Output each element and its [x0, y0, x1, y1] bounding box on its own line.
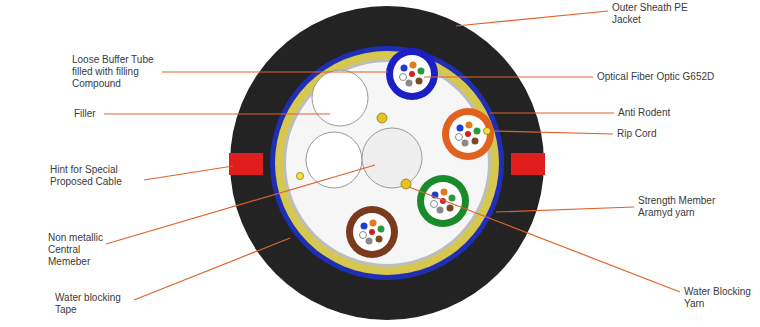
rip-cord — [297, 173, 304, 180]
buffer-tube — [386, 48, 438, 100]
buffer-tube — [346, 206, 398, 258]
tape-label: Water blocking Tape — [55, 292, 135, 316]
aramid-yarn-layer — [275, 51, 499, 275]
hint-label: Hint for Special Proposed Cable — [50, 164, 142, 188]
filler — [306, 132, 362, 188]
central-member — [362, 128, 422, 188]
leader-lines — [104, 11, 680, 300]
water-blocking-yarn — [377, 113, 387, 123]
hint-stripe — [229, 153, 263, 175]
fiber-label: Optical Fiber Optic G652D — [597, 71, 714, 83]
central-member-label: Non metallic Central Memeber — [48, 232, 108, 268]
rip-cord-label: Rip Cord — [617, 128, 656, 140]
buffer-tube — [442, 108, 494, 160]
buffer-tube-label: Loose Buffer Tube filled with filling Co… — [72, 54, 160, 90]
anti-rodent-label: Anti Rodent — [618, 107, 670, 119]
hint-stripe — [511, 153, 545, 175]
core — [286, 62, 488, 264]
yarn-label: Water Blocking Yarn — [684, 286, 756, 310]
water-blocking-tape — [283, 59, 491, 267]
filler — [312, 70, 368, 126]
anti-rodent-layer — [270, 46, 504, 280]
rip-cord — [484, 128, 491, 135]
filler-label: Filler — [74, 108, 96, 120]
buffer-tube — [417, 175, 469, 227]
sheath-label: Outer Sheath PE Jacket — [612, 2, 692, 26]
outer-sheath — [230, 6, 544, 320]
strength-member-label: Strength Member Aramyd yarn — [638, 195, 718, 219]
